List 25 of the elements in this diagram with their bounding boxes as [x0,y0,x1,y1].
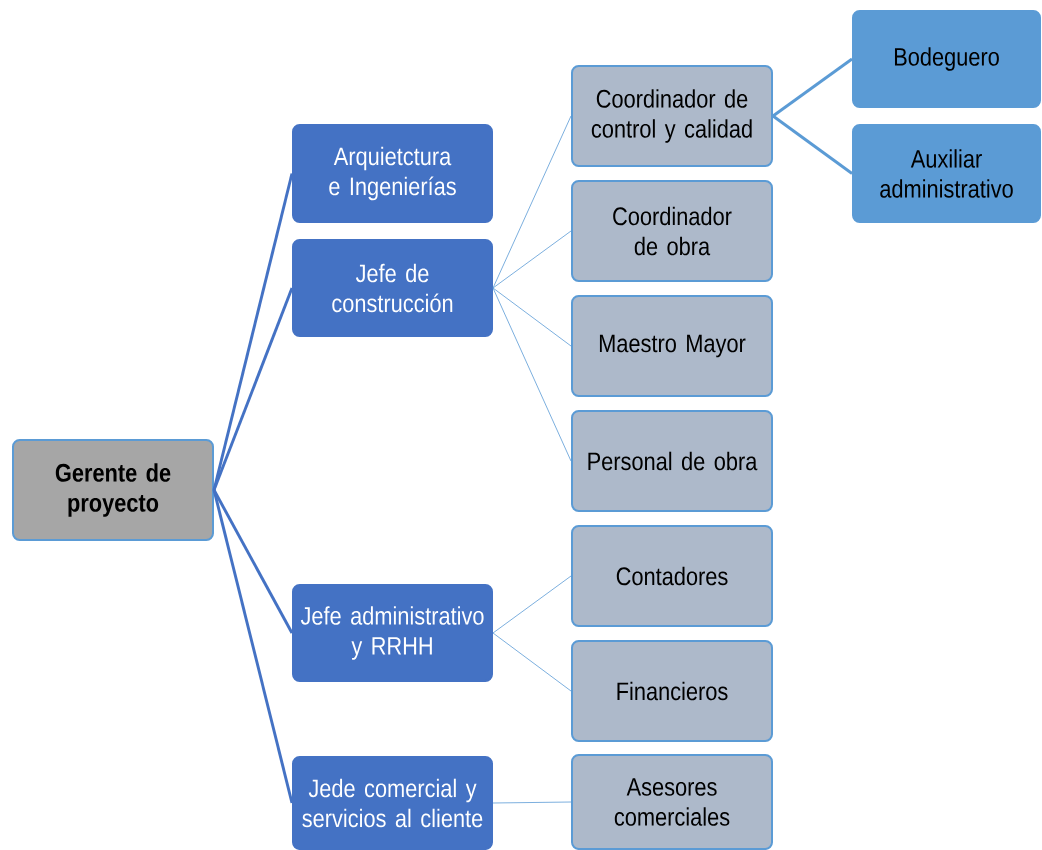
connector-line [492,801,572,804]
connector-line [212,287,294,491]
role-box: Asesores comerciales [571,754,773,850]
connector-line [492,287,572,347]
role-box: Bodeguero [852,10,1041,108]
role-box: Coordinador de control y calidad [571,65,773,167]
connector-line [492,575,572,634]
department-box: Jede comercial y servicios al cliente [292,756,493,850]
role-box: Contadores [571,525,773,627]
connector-line [772,57,853,118]
department-box: Jefe de construcción [292,239,493,337]
connector-line [492,287,572,462]
role-box: Maestro Mayor [571,295,773,397]
connector-line [492,230,572,289]
role-box: Coordinador de obra [571,180,773,282]
role-box: Financieros [571,640,773,742]
department-box: Arquietctura e Ingenierías [292,124,493,223]
manager-box: Gerente de proyecto [12,439,214,541]
connector-line [492,632,572,692]
connector-line [212,489,294,804]
connector-line [772,114,853,175]
department-box: Jefe administrativo y RRHH [292,584,493,682]
role-box: Personal de obra [571,410,773,512]
connector-line [492,115,572,289]
role-box: Auxiliar administrativo [852,124,1041,223]
